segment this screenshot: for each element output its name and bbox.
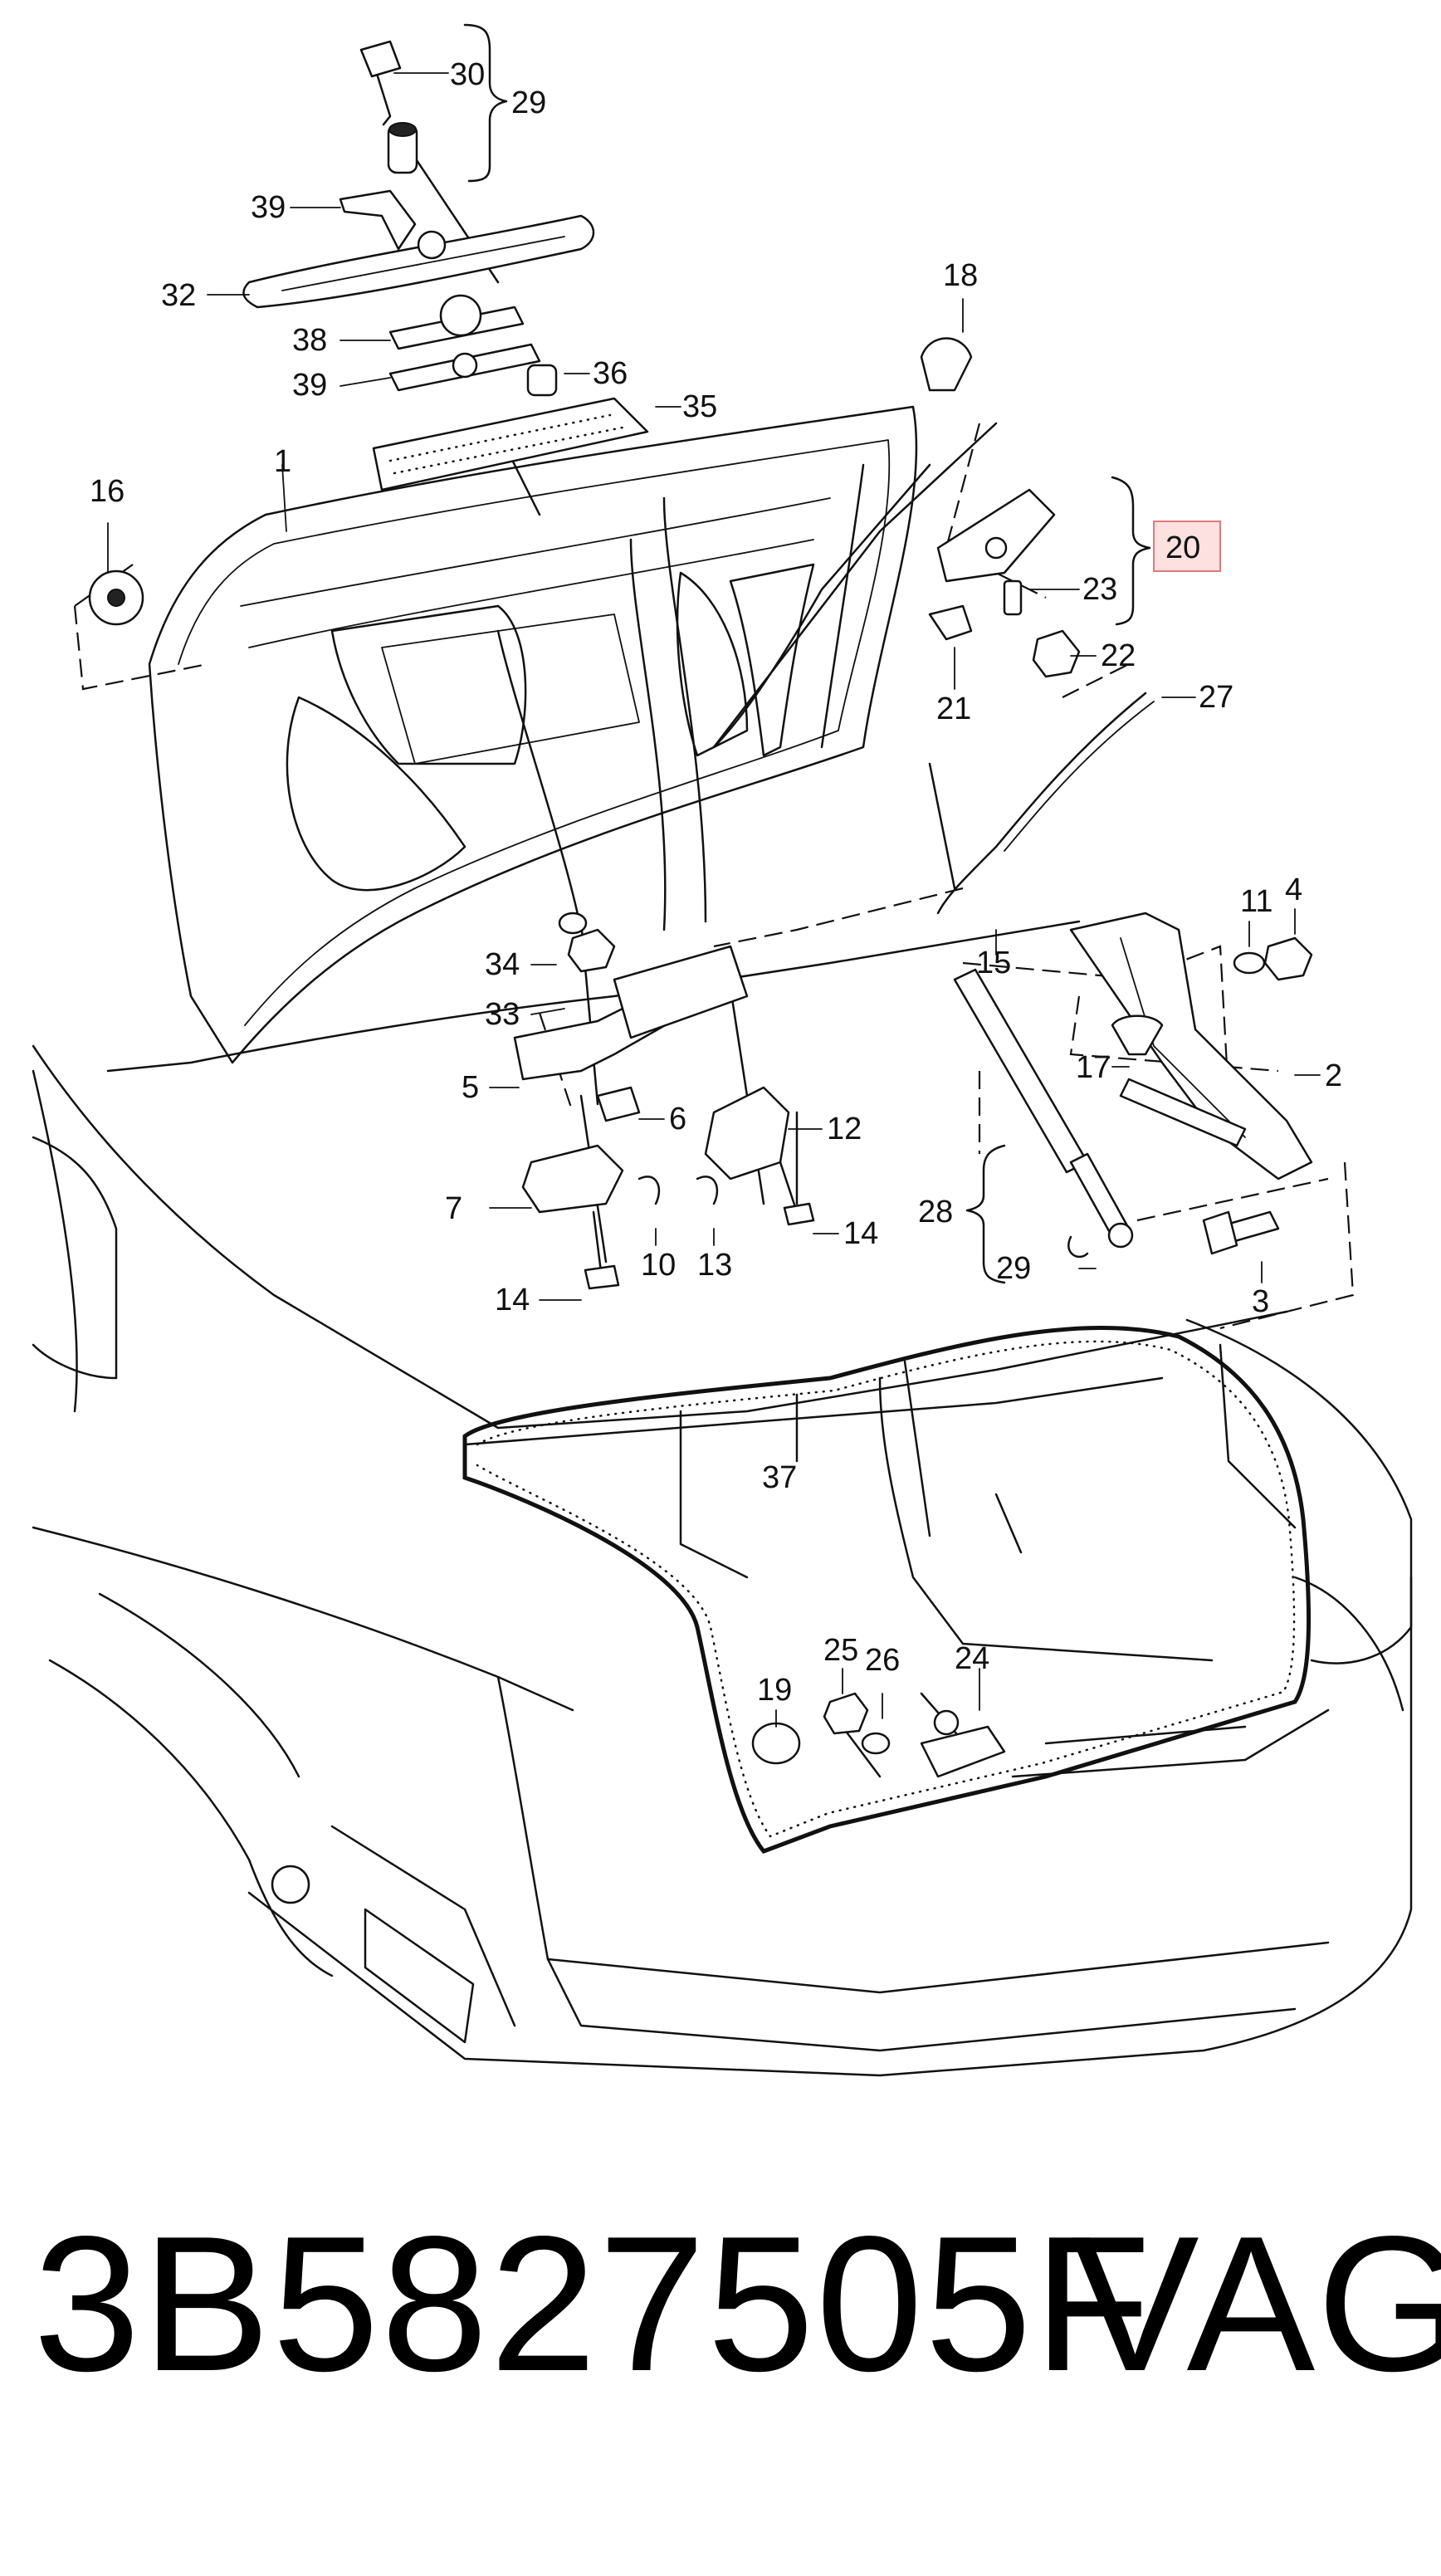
callout-21: 21 [936, 692, 971, 726]
callout-11: 10 [641, 1248, 676, 1283]
callout-27: 27 [1199, 680, 1233, 715]
key [359, 40, 402, 126]
screw-14b [584, 1210, 620, 1290]
callout-20: 20 [1165, 530, 1200, 565]
callout-2: 2 [1325, 1058, 1342, 1093]
cap-19 [751, 1722, 801, 1765]
callout-10: 7 [445, 1191, 462, 1226]
callout-6: 5 [462, 1070, 479, 1105]
trunk-seal [462, 1326, 1312, 1854]
lock-cylinder [387, 122, 418, 174]
callout-33: 33 [485, 997, 520, 1032]
bolt-3 [1202, 1210, 1280, 1255]
screw-23 [1003, 579, 1023, 616]
bump-stop-18 [920, 337, 973, 392]
callout-highlight-box [1153, 521, 1221, 572]
group-brackets [463, 23, 1151, 1284]
callout-3: 3 [1252, 1284, 1269, 1319]
callout-25: 25 [823, 1633, 858, 1668]
callout-numbers: 30 29 39 32 38 39 36 35 18 16 1 20 23 22… [90, 57, 1342, 1708]
part-number: 3B5827505F [33, 2197, 1153, 2412]
handle-bar [242, 214, 595, 309]
pin-39 [339, 189, 417, 251]
callout-31: 30 [450, 57, 485, 92]
callout-37: 37 [762, 1460, 797, 1495]
callout-18: 18 [943, 258, 978, 293]
spring-13 [696, 1176, 719, 1205]
buffer-16 [88, 569, 144, 626]
washer-26 [861, 1732, 891, 1755]
circlip-29 [1067, 1235, 1089, 1259]
switch-7 [596, 1086, 641, 1122]
callout-39: 39 [251, 190, 286, 225]
callout-17: 17 [1076, 1050, 1111, 1085]
brand-name: VAG [1071, 2197, 1441, 2412]
callout-7: 6 [669, 1102, 686, 1136]
actuator-10 [521, 1144, 624, 1214]
callout-35: 35 [682, 389, 717, 424]
nut-22 [1032, 629, 1081, 678]
striker-24 [920, 1709, 1006, 1778]
hinge-bracket-20 [936, 488, 1056, 583]
car-body-outline [32, 920, 1413, 2077]
callout-14-left: 14 [495, 1283, 530, 1317]
retainer-21 [928, 604, 973, 641]
callout-40: 39 [292, 368, 327, 403]
lock-latch-6 [513, 945, 749, 1081]
nut-4 [1263, 936, 1313, 981]
clip-17 [1111, 1014, 1164, 1056]
hinge-2 [1069, 912, 1313, 1180]
callout-19: 19 [757, 1673, 792, 1708]
callout-13: 13 [697, 1248, 732, 1283]
callout-38: 38 [292, 323, 327, 358]
callout-1: 1 [274, 444, 291, 479]
cable-27 [936, 692, 1155, 915]
callout-28: 28 [918, 1195, 953, 1229]
exploded-parts-diagram: 30 29 39 32 38 39 36 35 18 16 1 20 23 22… [32, 23, 1413, 2077]
footer: 3B5827505F VAG [0, 2208, 1441, 2457]
trim-plate-35 [372, 397, 649, 491]
callout-15: 15 [976, 946, 1011, 980]
nut-33 [567, 928, 616, 973]
callout-22: 22 [1101, 638, 1136, 673]
washer-5 [1233, 951, 1266, 975]
callout-5: 11 [1240, 884, 1272, 919]
callout-23: 23 [1082, 572, 1117, 607]
callout-30: 29 [511, 86, 546, 120]
nut-25 [823, 1692, 869, 1735]
callout-12: 12 [827, 1112, 862, 1146]
bracket-38 [388, 294, 525, 350]
motor-12 [704, 1086, 790, 1180]
callout-14-right: 14 [843, 1216, 878, 1251]
spring-11 [637, 1176, 661, 1205]
callout-32: 32 [161, 278, 196, 313]
callout-34: 34 [485, 947, 520, 982]
callout-29: 29 [996, 1251, 1031, 1286]
callout-26: 26 [865, 1643, 900, 1678]
trunk-lid [148, 405, 918, 1064]
callout-16: 16 [90, 474, 125, 509]
callout-36: 36 [593, 356, 628, 391]
callout-24: 24 [955, 1641, 989, 1676]
bush-36 [526, 364, 558, 397]
callout-4: 4 [1285, 873, 1302, 907]
washer-34 [558, 912, 588, 935]
gasket-40 [388, 343, 541, 392]
callout-leaders [107, 72, 1321, 1728]
screw-14a [779, 1161, 815, 1226]
gas-strut [953, 968, 1134, 1249]
